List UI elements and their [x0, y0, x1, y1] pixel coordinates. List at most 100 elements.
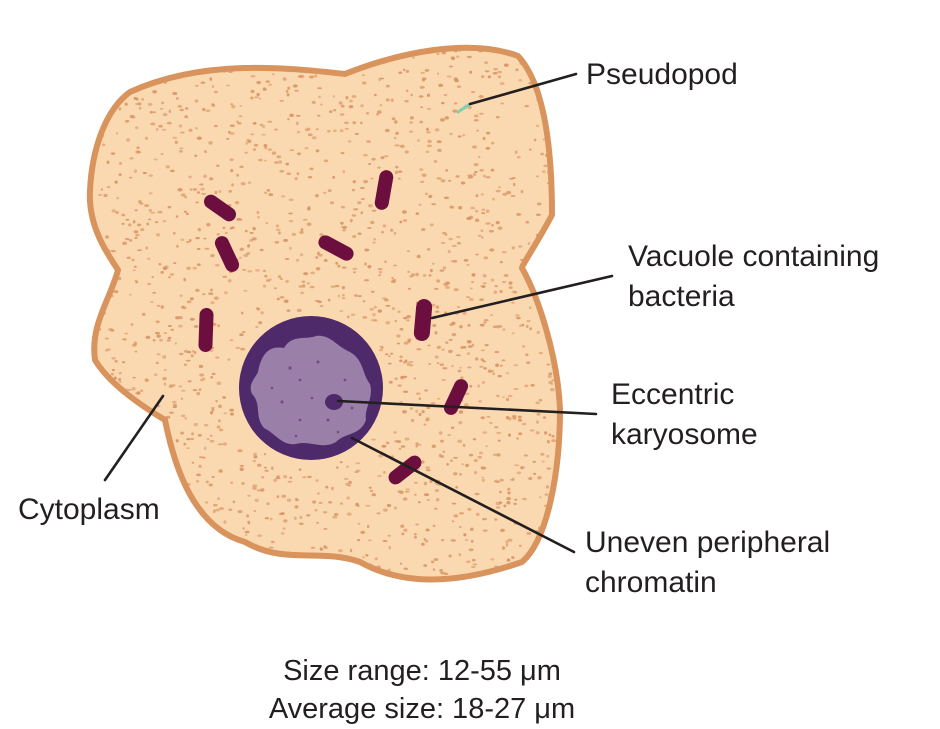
- granule: [281, 494, 287, 498]
- granule: [241, 482, 245, 485]
- granule: [217, 324, 220, 328]
- granule: [473, 119, 479, 122]
- granule: [185, 483, 191, 486]
- granule: [425, 192, 428, 196]
- granule: [472, 273, 476, 277]
- granule: [459, 526, 462, 528]
- granule: [315, 479, 319, 482]
- granule: [109, 294, 114, 298]
- granule: [439, 363, 445, 366]
- granule: [450, 426, 455, 429]
- granule: [525, 353, 529, 357]
- granule: [294, 89, 299, 92]
- granule: [124, 237, 130, 241]
- granule: [393, 431, 397, 434]
- granule: [180, 193, 186, 197]
- granule: [376, 110, 382, 114]
- granule: [246, 252, 251, 255]
- granule: [184, 195, 187, 199]
- granule: [154, 331, 160, 335]
- granule: [323, 258, 328, 262]
- granule: [391, 276, 394, 280]
- granule: [189, 297, 194, 301]
- granule: [163, 368, 167, 371]
- granule: [202, 456, 206, 459]
- granule: [393, 136, 397, 140]
- granule: [306, 281, 310, 285]
- granule: [495, 566, 500, 568]
- granule: [482, 136, 486, 141]
- granule: [189, 188, 193, 192]
- granule: [235, 346, 241, 350]
- granule: [226, 84, 231, 87]
- granule: [205, 501, 209, 504]
- granule: [448, 349, 453, 354]
- label-cytoplasm: Cytoplasm: [18, 493, 160, 526]
- granule: [489, 248, 495, 252]
- granule: [441, 101, 445, 105]
- granule: [371, 290, 375, 293]
- granule: [413, 533, 417, 536]
- granule: [496, 394, 500, 398]
- granule: [376, 565, 381, 569]
- granule: [145, 136, 148, 140]
- granule: [101, 134, 105, 138]
- granule: [223, 412, 228, 415]
- granule: [486, 415, 491, 418]
- granule: [260, 311, 264, 315]
- granule: [222, 275, 228, 278]
- granule: [340, 221, 344, 225]
- granule: [291, 232, 297, 237]
- granule: [437, 148, 442, 153]
- granule: [142, 171, 147, 175]
- granule: [387, 534, 391, 537]
- granule: [353, 271, 356, 274]
- granule: [409, 116, 414, 120]
- granule: [485, 176, 491, 179]
- granule: [107, 249, 111, 253]
- granule: [193, 422, 198, 427]
- granule: [118, 380, 122, 383]
- granule: [262, 284, 267, 288]
- granule: [451, 332, 457, 337]
- granule: [252, 148, 257, 151]
- granule: [429, 480, 433, 483]
- granule: [516, 471, 522, 475]
- granule: [237, 218, 243, 221]
- granule: [439, 118, 445, 122]
- granule: [428, 363, 432, 365]
- granule: [434, 128, 440, 132]
- granule: [496, 431, 502, 434]
- granule: [445, 341, 449, 344]
- granule: [535, 233, 540, 237]
- granule: [247, 270, 253, 273]
- granule: [252, 459, 257, 463]
- granule: [315, 256, 319, 259]
- granule: [519, 62, 523, 65]
- granule: [425, 528, 430, 532]
- granule: [390, 98, 394, 102]
- granule: [365, 112, 370, 115]
- granule: [247, 244, 251, 248]
- granule: [190, 437, 194, 441]
- granule: [177, 104, 183, 108]
- granule: [469, 287, 473, 290]
- granule: [510, 194, 516, 197]
- granule: [294, 177, 298, 181]
- granule: [327, 189, 332, 193]
- granule: [346, 465, 349, 468]
- granule: [156, 334, 161, 338]
- granule: [517, 418, 523, 422]
- granule: [159, 338, 164, 342]
- granule: [145, 335, 151, 339]
- granule: [462, 311, 467, 315]
- granule: [333, 129, 337, 133]
- granule: [470, 206, 476, 210]
- granule: [493, 426, 499, 429]
- granule: [209, 77, 213, 81]
- granule: [495, 506, 501, 509]
- cytoplasm-leader: [103, 394, 165, 482]
- granule: [222, 396, 227, 399]
- granule: [507, 538, 513, 542]
- granule: [546, 363, 551, 366]
